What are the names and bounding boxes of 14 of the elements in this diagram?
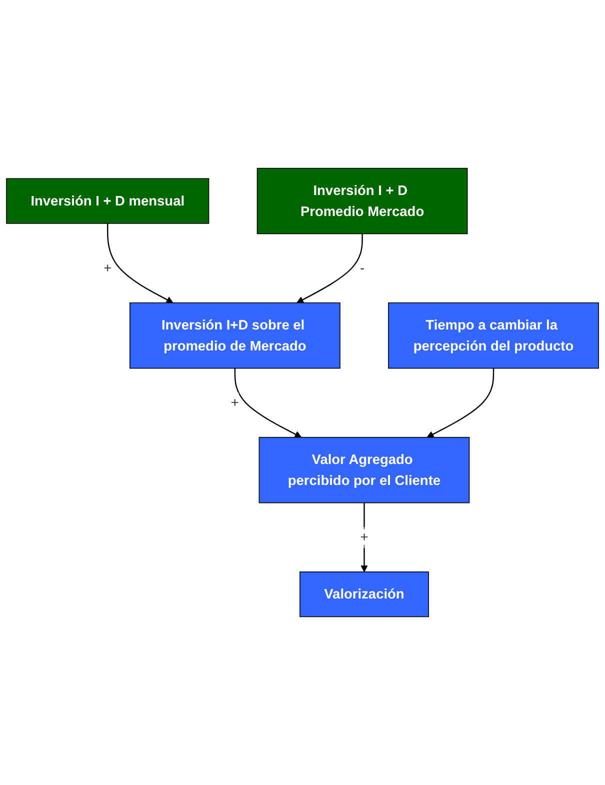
edge-label: + [104, 260, 112, 276]
edge-label: + [230, 394, 239, 410]
edge-label: + [360, 529, 368, 545]
edge-label: - [360, 260, 365, 276]
node-box: Valorización [300, 571, 429, 618]
node-box: Valor Agregado percibido por el Cliente [258, 436, 470, 504]
arrow [426, 368, 494, 438]
arrow [107, 223, 174, 304]
node-box: Inversión I + D mensual [6, 178, 210, 224]
node-box: Inversión I+D sobre el promedio de Mercado [130, 302, 340, 369]
node-box: Tiempo a cambiar la percepción del producto [388, 302, 599, 369]
arrow [296, 234, 363, 304]
arrow [234, 368, 302, 438]
node-box: Inversión I + D Promedio Mercado [256, 168, 468, 234]
